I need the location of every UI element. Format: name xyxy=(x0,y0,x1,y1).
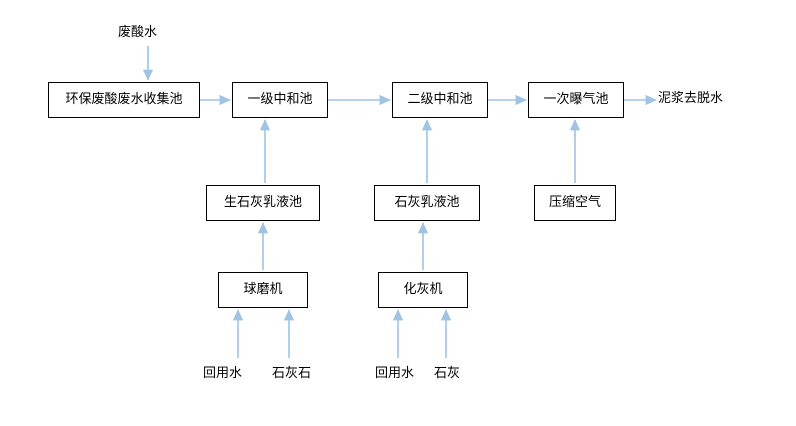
node-collect_pool[interactable]: 环保废酸废水收集池 xyxy=(48,82,200,118)
node-lime_milk_pool[interactable]: 石灰乳液池 xyxy=(374,185,480,221)
node-ball_mill[interactable]: 球磨机 xyxy=(218,272,308,308)
label-reuse_water_left: 回用水 xyxy=(203,366,243,381)
node-lime_slaker[interactable]: 化灰机 xyxy=(378,272,468,308)
node-neutral2[interactable]: 二级中和池 xyxy=(392,82,488,118)
node-aeration1[interactable]: 一次曝气池 xyxy=(528,82,624,118)
label-sludge_dewater: 泥浆去脱水 xyxy=(658,91,724,106)
node-compressed_air[interactable]: 压缩空气 xyxy=(534,185,616,221)
node-quicklime_milk_pool[interactable]: 生石灰乳液池 xyxy=(206,185,320,221)
label-lime: 石灰 xyxy=(434,366,461,381)
label-waste_acid_water: 废酸水 xyxy=(118,25,158,40)
node-neutral1[interactable]: 一级中和池 xyxy=(232,82,328,118)
label-limestone: 石灰石 xyxy=(272,366,312,381)
label-reuse_water_right: 回用水 xyxy=(375,366,415,381)
